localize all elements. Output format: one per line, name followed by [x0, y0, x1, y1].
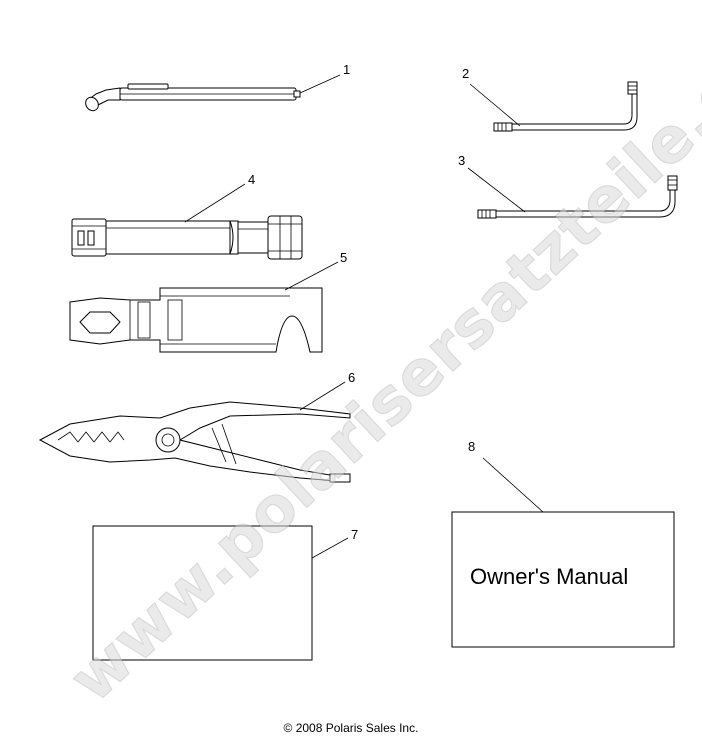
part-1-pressure-gauge: [85, 83, 301, 112]
callout-3: 3: [458, 153, 526, 213]
part-8-owners-manual: Owner's Manual: [451, 511, 675, 648]
callout-8: 8: [468, 439, 544, 513]
callout-2: 2: [462, 66, 521, 127]
callout-number-8: 8: [468, 439, 475, 454]
part-3-large-l-key: [477, 175, 678, 219]
callout-number-7: 7: [351, 527, 358, 542]
callout-number-1: 1: [343, 62, 350, 77]
callout-number-5: 5: [340, 250, 347, 265]
part-5-wrench: [69, 287, 323, 353]
callout-5: 5: [284, 250, 347, 291]
callout-number-3: 3: [458, 153, 465, 168]
owners-manual-label: Owner's Manual: [470, 564, 628, 589]
callout-4: 4: [184, 172, 255, 223]
callout-number-6: 6: [348, 370, 355, 385]
part-4-spark-plug-socket: [71, 215, 303, 260]
callout-number-4: 4: [248, 172, 255, 187]
part-7-pouch: [92, 525, 313, 661]
callout-1: 1: [299, 62, 350, 94]
callout-number-2: 2: [462, 66, 469, 81]
copyright-footer: © 2008 Polaris Sales Inc.: [283, 721, 419, 735]
callout-7: 7: [311, 527, 358, 559]
part-2-small-l-key: [493, 81, 638, 132]
part-6-pliers: [38, 401, 351, 483]
callout-6: 6: [299, 370, 355, 411]
